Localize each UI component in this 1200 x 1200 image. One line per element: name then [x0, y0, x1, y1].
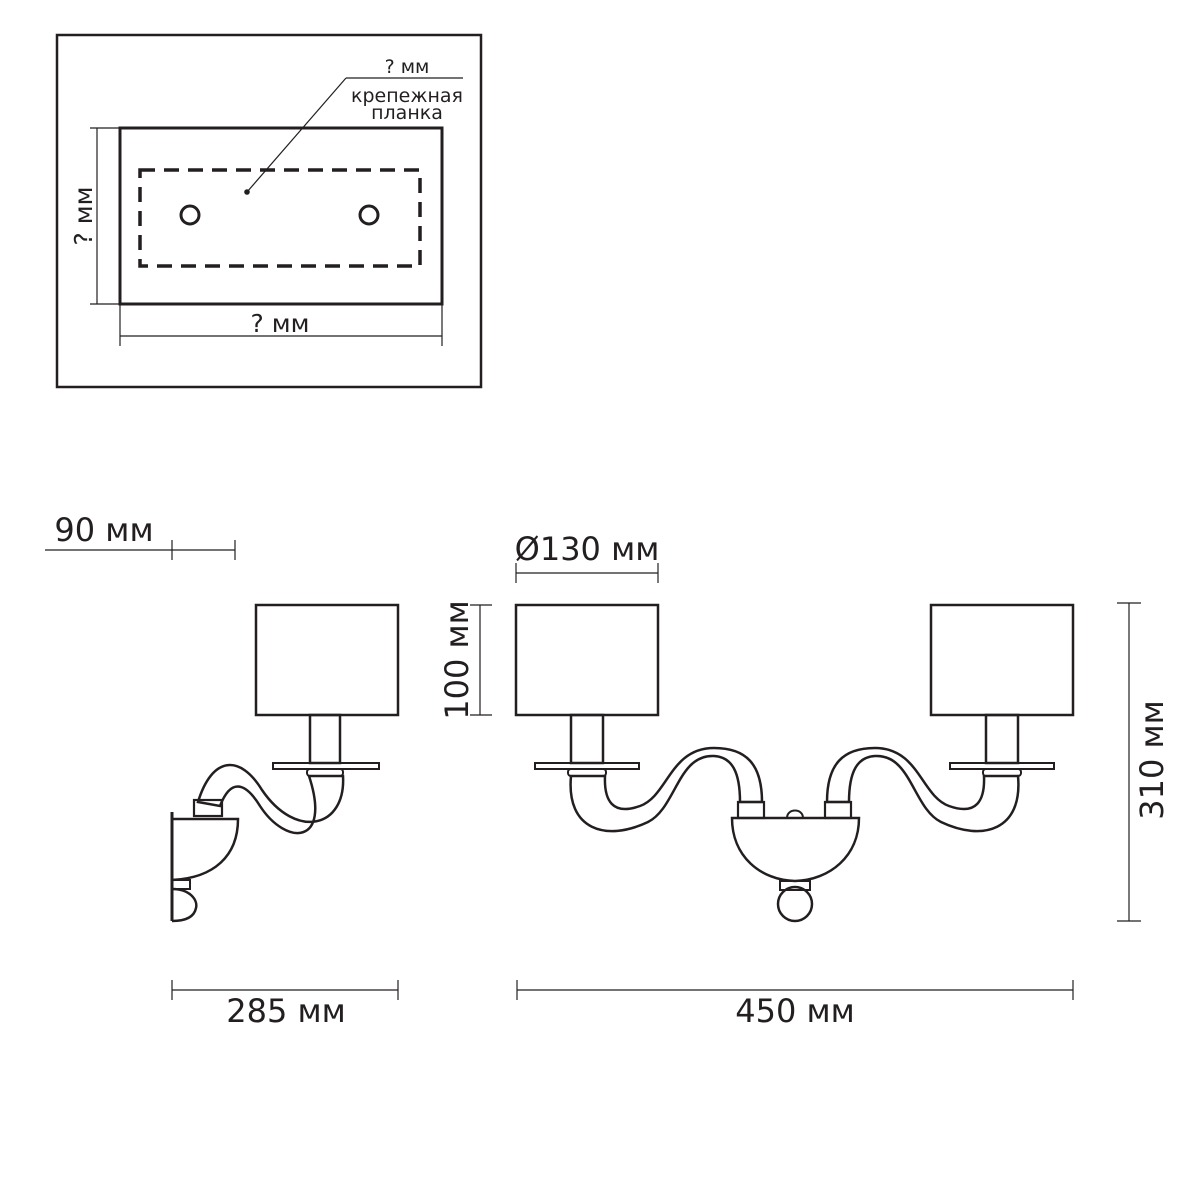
side-arm-collar — [192, 798, 224, 818]
depth-offset-dimension: 90 мм — [54, 511, 153, 549]
front-finial-cap — [779, 880, 811, 891]
mount-label-line2: планка — [371, 102, 443, 124]
front-central-bowl — [730, 816, 861, 883]
side-arm — [196, 763, 345, 835]
front-stem-right — [984, 713, 1020, 765]
side-finial-cap — [171, 879, 191, 890]
screw-hole-right — [358, 204, 380, 226]
screw-hole-left — [179, 204, 201, 226]
front-stem-left — [569, 713, 605, 765]
side-width-dimension: 285 мм — [226, 992, 346, 1030]
front-view: Ø130 мм 100 мм 310 мм — [438, 530, 1171, 1030]
leader-line — [246, 77, 347, 193]
side-wall-cup — [170, 817, 240, 882]
front-arm-collar-left — [736, 800, 766, 820]
side-stem — [308, 713, 342, 765]
inset-frame — [55, 33, 483, 389]
shade-height-dimension: 100 мм — [438, 600, 476, 720]
mount-top-dimension: ? мм — [385, 56, 430, 78]
mount-height-dimension: ? мм — [69, 187, 98, 246]
front-shade-right — [929, 603, 1075, 717]
canopy-outline — [118, 126, 444, 306]
total-height-dimension: 310 мм — [1133, 700, 1171, 820]
mount-plate-inset: ? мм крепежная планка ? мм ? мм — [55, 33, 483, 389]
mount-label-line1: крепежная — [351, 85, 463, 107]
front-arm-collar-right — [823, 800, 853, 820]
side-shade — [254, 603, 400, 717]
front-shade-left — [514, 603, 660, 717]
side-view: 90 мм 285 мм — [45, 511, 400, 1030]
side-finial — [171, 887, 198, 923]
front-top-knob — [786, 809, 804, 819]
shade-diameter-dimension: Ø130 мм — [515, 530, 660, 568]
mounting-bar-outline — [138, 168, 422, 268]
front-width-dimension: 450 мм — [735, 992, 855, 1030]
front-finial — [776, 885, 814, 923]
mount-width-dimension: ? мм — [251, 309, 310, 338]
